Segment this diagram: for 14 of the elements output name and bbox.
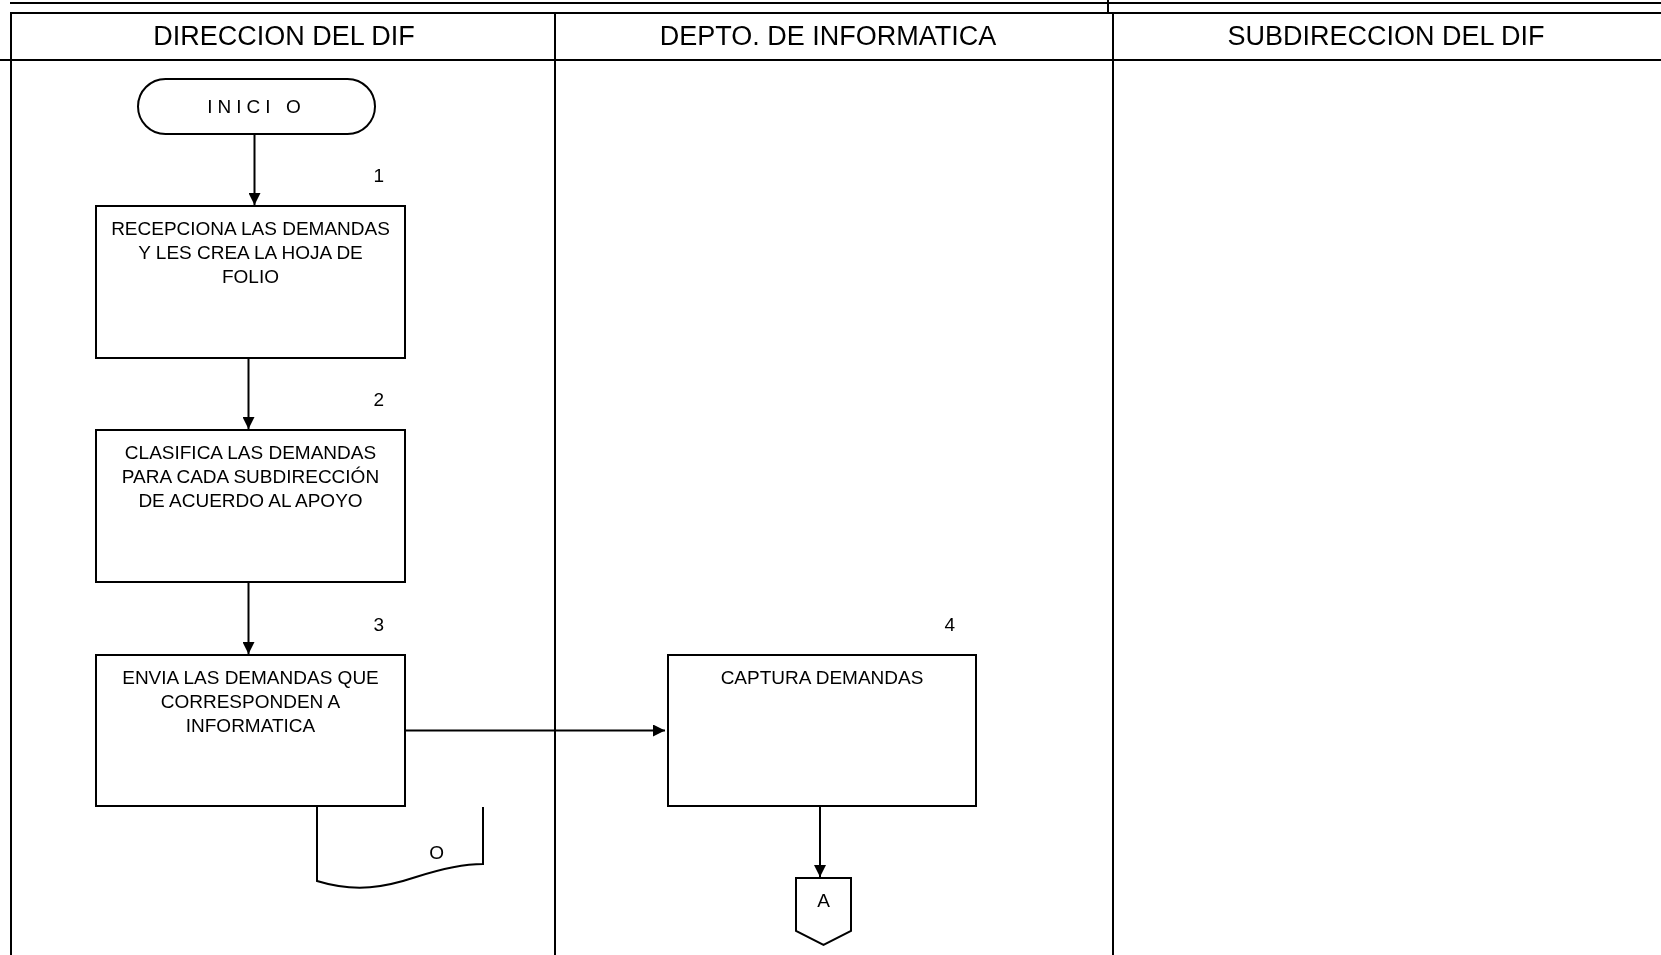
start-terminal: INICI O — [137, 78, 376, 135]
off-page-connector: A — [795, 877, 852, 946]
lane-header: DEPTO. DE INFORMATICA — [659, 21, 997, 52]
lane-header: SUBDIRECCION DEL DIF — [1227, 21, 1545, 52]
step-number: 3 — [373, 614, 384, 636]
arrow — [403, 724, 666, 737]
lane-header: DIRECCION DEL DIF — [153, 21, 415, 52]
step-number: 2 — [373, 389, 384, 411]
arrow — [248, 134, 261, 206]
arrow — [242, 582, 255, 655]
step-number: 4 — [944, 614, 955, 636]
arrow — [242, 358, 255, 430]
step-number: 1 — [373, 165, 384, 187]
arrow — [814, 806, 826, 878]
